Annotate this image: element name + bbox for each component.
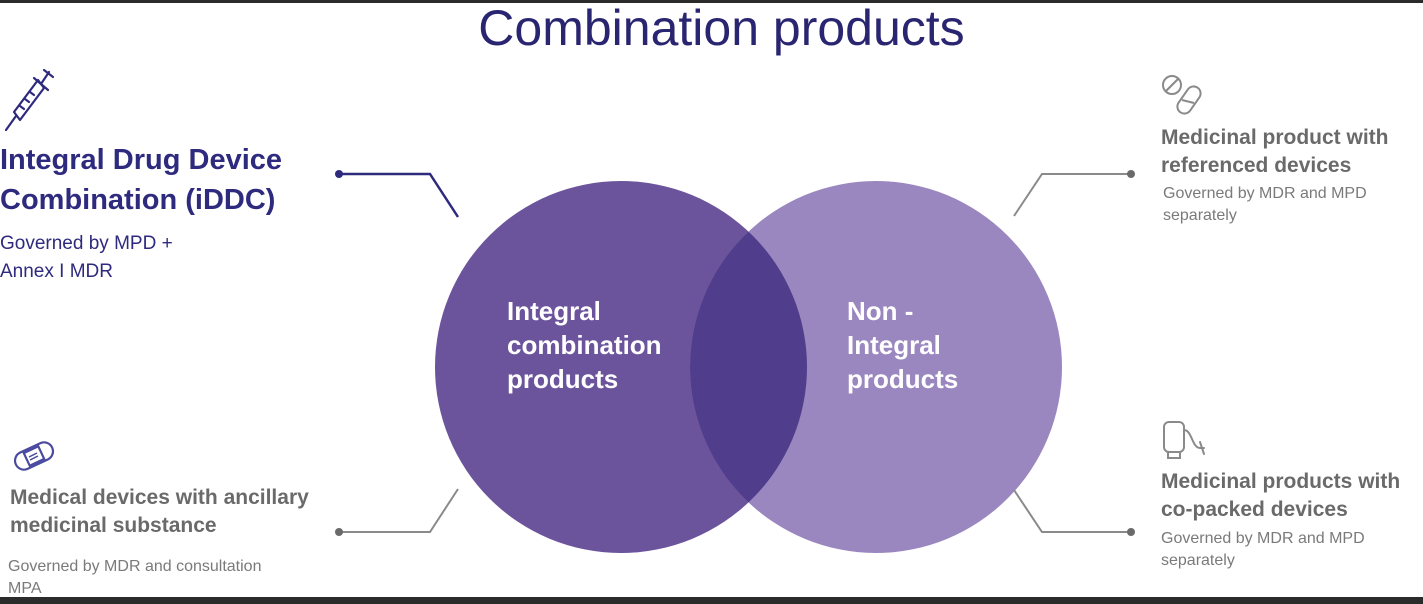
inhaler-icon <box>1163 421 1205 459</box>
ancillary-detail-line-1: Governed by MDR and consultation <box>8 558 262 575</box>
ancillary-heading: Medical devices with ancillary medicinal… <box>10 484 309 540</box>
right-circle-label: Non - Integral products <box>847 294 958 396</box>
frame-top-border <box>0 0 1423 3</box>
connector-top-left <box>335 170 460 218</box>
connector-top-right <box>1013 170 1135 217</box>
copacked-heading: Medicinal products with co-packed device… <box>1161 468 1400 524</box>
ancillary-detail: Governed by MDR and consultation MPA <box>8 556 261 600</box>
left-circle-line-2: combination <box>507 330 662 360</box>
referenced-detail: Governed by MDR and MPD separately <box>1163 183 1367 227</box>
copacked-detail-line-1: Governed by MDR and MPD <box>1161 530 1365 547</box>
iddc-detail-line-2: Annex I MDR <box>0 261 113 282</box>
copacked-heading-line-2: co-packed devices <box>1161 498 1348 521</box>
referenced-heading-line-1: Medicinal product with <box>1161 126 1389 149</box>
referenced-detail-line-1: Governed by MDR and MPD <box>1163 185 1367 202</box>
iddc-detail: Governed by MPD + Annex I MDR <box>0 230 173 286</box>
pills-icon <box>1162 75 1202 115</box>
iddc-detail-line-1: Governed by MPD + <box>0 233 173 254</box>
right-circle-line-1: Non - <box>847 296 914 326</box>
syringe-icon <box>4 68 54 132</box>
iddc-heading-line-2: Combination (iDDC) <box>0 184 276 216</box>
iddc-heading: Integral Drug Device Combination (iDDC) <box>0 140 282 220</box>
right-circle-line-3: products <box>847 364 959 394</box>
left-circle-line-1: Integral <box>507 296 601 326</box>
iddc-heading-line-1: Integral Drug Device <box>0 144 283 176</box>
ancillary-heading-line-2: medicinal substance <box>10 514 217 537</box>
connector-bottom-left <box>335 488 459 536</box>
bandage-icon <box>13 441 55 471</box>
ancillary-heading-line-1: Medical devices with ancillary <box>10 486 309 509</box>
ancillary-detail-line-2: MPA <box>8 580 42 597</box>
right-circle <box>690 181 1062 553</box>
copacked-detail-line-2: separately <box>1161 552 1235 569</box>
copacked-detail: Governed by MDR and MPD separately <box>1161 528 1365 572</box>
left-circle-label: Integral combination products <box>507 294 662 396</box>
page-title: Combination products <box>478 0 965 56</box>
referenced-heading-line-2: referenced devices <box>1161 154 1352 177</box>
referenced-heading: Medicinal product with referenced device… <box>1161 124 1389 180</box>
copacked-heading-line-1: Medicinal products with <box>1161 470 1401 493</box>
referenced-detail-line-2: separately <box>1163 207 1237 224</box>
left-circle <box>435 181 807 553</box>
right-circle-line-2: Integral <box>847 330 941 360</box>
connector-bottom-right <box>1013 489 1135 536</box>
frame-bottom-border <box>0 597 1423 604</box>
left-circle-line-3: products <box>507 364 619 394</box>
